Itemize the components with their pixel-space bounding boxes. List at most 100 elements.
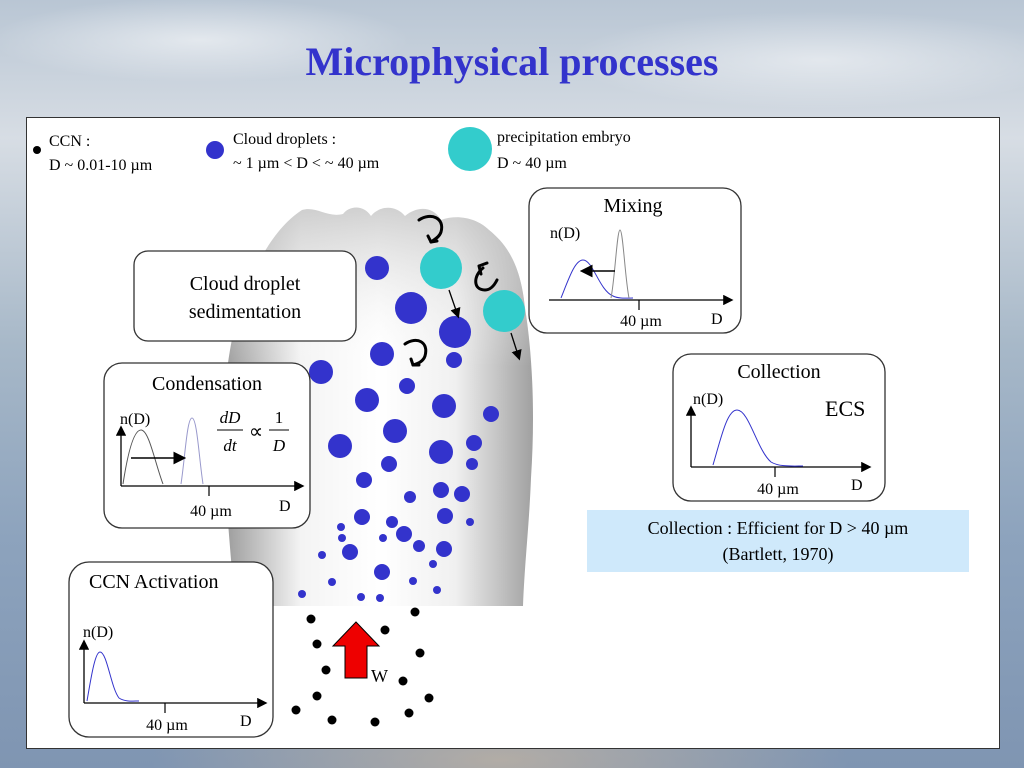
cloud-droplet	[355, 388, 379, 412]
cloud-droplet	[328, 578, 336, 586]
embryo-legend-line1: precipitation embryo	[497, 129, 631, 146]
cloud-droplet	[318, 551, 326, 559]
updraft-arrow-icon: W	[331, 621, 388, 686]
collection-distribution	[712, 409, 804, 467]
formula-rhs-numerator: 1	[275, 408, 284, 427]
precipitation-embryo	[483, 290, 525, 332]
cloud-droplet	[356, 472, 372, 488]
sedimentation-box: Cloud droplet sedimentation	[133, 250, 357, 342]
cloud-droplet	[381, 456, 397, 472]
cloud-droplet	[439, 316, 471, 348]
collection-x-label: D	[851, 477, 863, 494]
condensation-box: Condensation n(D) 40 µm D dD dt ∝ 1 D	[103, 362, 311, 529]
condensation-y-label: n(D)	[120, 411, 150, 428]
ccn-legend-line1: CCN :	[49, 133, 90, 150]
ccn-particle	[404, 708, 414, 718]
formula-proportional: ∝	[249, 421, 263, 443]
ccn-particle	[398, 676, 408, 686]
sedimentation-arrows	[448, 289, 522, 361]
ccn-particle	[424, 693, 434, 703]
slide-title: Microphysical processes	[305, 39, 719, 84]
cloud-droplet	[429, 440, 453, 464]
cloud-droplet-legend-line2: ~ 1 µm < D < ~ 40 µm	[233, 155, 380, 172]
ccn-activation-distribution	[86, 651, 140, 702]
cloud-droplet	[328, 434, 352, 458]
precipitation-embryo-legend-marker	[448, 127, 492, 171]
ccn-particle	[327, 715, 337, 725]
ccn-activation-tick-label: 40 µm	[146, 717, 188, 734]
ccn-legend-marker	[33, 146, 41, 154]
ccn-legend-line2: D ~ 0.01-10 µm	[49, 157, 153, 174]
condensation-initial-distribution	[122, 429, 164, 485]
turbulence-curl-icons	[403, 215, 499, 367]
cloud-droplet	[437, 508, 453, 524]
cloud-droplet	[374, 564, 390, 580]
mixing-initial-distribution	[610, 229, 630, 299]
cloud-droplet	[379, 534, 387, 542]
fall-arrow	[448, 289, 461, 319]
collection-note-line1: Collection : Efficient for D > 40 µm	[647, 518, 909, 538]
ccn-particle	[306, 614, 316, 624]
cloud-droplet	[399, 378, 415, 394]
cloud-droplet	[483, 406, 499, 422]
ccn-particles	[291, 607, 434, 727]
curl-arrow-icon	[474, 266, 499, 292]
ccn-particle	[370, 717, 380, 727]
cloud-droplet	[342, 544, 358, 560]
cloud-droplet	[446, 352, 462, 368]
cloud-droplet	[466, 435, 482, 451]
ccn-particle	[380, 625, 390, 635]
cloud-droplet	[338, 534, 346, 542]
condensation-x-label: D	[279, 498, 291, 515]
diagram-panel: CCN : D ~ 0.01-10 µm Cloud droplets : ~ …	[26, 117, 1000, 749]
curl-arrowhead-icon	[409, 357, 421, 367]
collection-box-frame	[672, 353, 886, 502]
fall-arrow	[510, 332, 522, 361]
cloud-droplet	[337, 523, 345, 531]
formula-lhs-numerator: dD	[220, 408, 242, 427]
cloud-droplets	[298, 256, 499, 602]
cloud-droplet	[395, 292, 427, 324]
condensation-title: Condensation	[152, 373, 262, 395]
mixing-y-label: n(D)	[550, 225, 580, 242]
sedimentation-line1: Cloud droplet	[190, 273, 301, 295]
ccn-particle	[410, 607, 420, 617]
cloud-droplet	[309, 360, 333, 384]
condensation-tick-label: 40 µm	[190, 503, 232, 520]
cloud-droplet	[429, 560, 437, 568]
cloud-droplet-legend-marker	[206, 141, 224, 159]
ccn-particle	[321, 665, 331, 675]
formula-rhs-denominator: D	[272, 436, 286, 455]
precipitation-embryos	[420, 247, 525, 332]
cloud-droplet	[357, 593, 365, 601]
cloud-droplet	[383, 419, 407, 443]
cloud-droplet	[466, 458, 478, 470]
mixing-title: Mixing	[604, 195, 663, 217]
cloud-droplet	[413, 540, 425, 552]
cloud-droplet	[370, 342, 394, 366]
growth-formula: dD dt ∝ 1 D	[217, 408, 289, 455]
ccn-activation-box: CCN Activation n(D) 40 µm D	[68, 561, 274, 738]
collection-note-line2: (Bartlett, 1970)	[722, 544, 834, 564]
microphysics-diagram: CCN : D ~ 0.01-10 µm Cloud droplets : ~ …	[33, 127, 886, 738]
ccn-particle	[312, 639, 322, 649]
cloud-droplet	[436, 541, 452, 557]
cloud-droplet	[454, 486, 470, 502]
cloud-droplet	[396, 526, 412, 542]
cloud-droplet	[298, 590, 306, 598]
cloud-droplet	[409, 577, 417, 585]
cloud-droplet	[466, 518, 474, 526]
collection-tag: ECS	[825, 396, 865, 421]
cloud-droplet	[365, 256, 389, 280]
sedimentation-box-frame	[133, 250, 357, 342]
cloud-droplet-legend-line1: Cloud droplets :	[233, 131, 336, 148]
sedimentation-line2: sedimentation	[189, 301, 301, 323]
ccn-particle	[291, 705, 301, 715]
mixing-x-label: D	[711, 311, 723, 328]
collection-efficiency-note: Collection : Efficient for D > 40 µm (Ba…	[587, 510, 969, 572]
ccn-activation-title-a: CCN	[89, 571, 130, 593]
cloud-droplet	[432, 394, 456, 418]
cloud-droplet	[354, 509, 370, 525]
embryo-legend-line2: D ~ 40 µm	[497, 155, 567, 172]
legend: CCN : D ~ 0.01-10 µm Cloud droplets : ~ …	[33, 127, 631, 174]
